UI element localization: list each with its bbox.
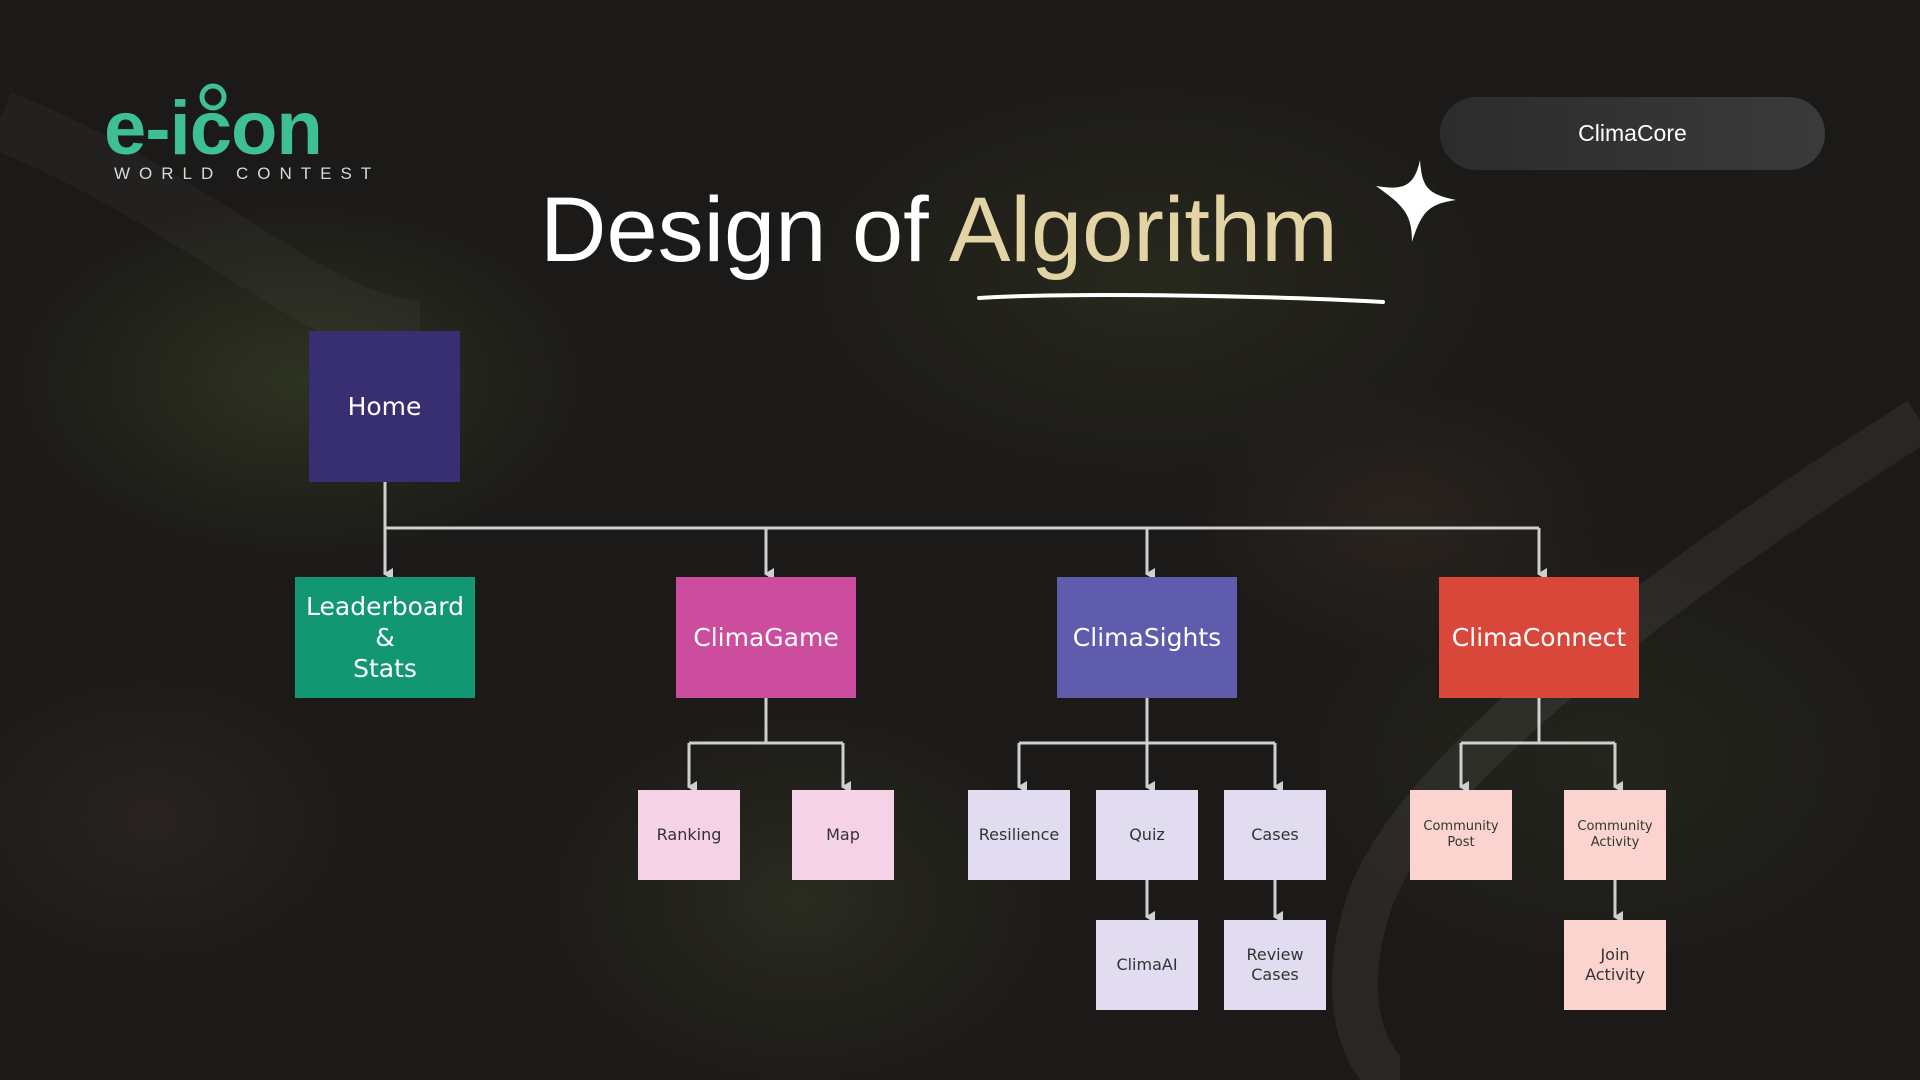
- e-icon-logo: e-icon WORLD CONTEST: [104, 83, 384, 184]
- title-accent: Algorithm: [949, 179, 1338, 281]
- climacore-pill[interactable]: ClimaCore: [1440, 97, 1825, 170]
- node-quiz[interactable]: Quiz: [1096, 790, 1198, 880]
- node-climaconnect[interactable]: ClimaConnect: [1439, 577, 1639, 698]
- logo-wordmark: e-icon: [104, 86, 323, 171]
- node-leaderboard-label-line1: Leaderboard: [306, 591, 464, 621]
- node-cases-label: Cases: [1251, 825, 1299, 844]
- logo-figure-icon: [199, 83, 227, 111]
- node-leaderboard-label-line2: &: [375, 622, 395, 652]
- node-community-post-label-line1: Community: [1423, 819, 1499, 835]
- sparkle-icon: [1376, 160, 1456, 242]
- node-community-activity-label-line1: Community: [1577, 819, 1653, 835]
- node-community-post[interactable]: Community Post: [1410, 790, 1512, 880]
- title-main: Design of: [540, 179, 950, 281]
- node-leaderboard-label-line3: Stats: [353, 654, 417, 684]
- node-ranking-label: Ranking: [656, 825, 722, 844]
- node-climasights[interactable]: ClimaSights: [1057, 577, 1237, 698]
- node-climasights-label: ClimaSights: [1072, 622, 1222, 652]
- node-community-activity[interactable]: Community Activity: [1564, 790, 1666, 880]
- page-title: Design of Algorithm: [540, 175, 1338, 285]
- node-review-cases-label-line2: Cases: [1251, 965, 1299, 984]
- node-review-cases[interactable]: Review Cases: [1224, 920, 1326, 1010]
- node-review-cases-label-line1: Review: [1246, 945, 1304, 964]
- node-resilience[interactable]: Resilience: [968, 790, 1070, 880]
- node-cases[interactable]: Cases: [1224, 790, 1326, 880]
- logo-subtitle: WORLD CONTEST: [114, 164, 381, 183]
- node-map[interactable]: Map: [792, 790, 894, 880]
- node-join-activity-label-line1: Join: [1600, 945, 1630, 964]
- node-join-activity-label-line2: Activity: [1585, 965, 1645, 984]
- node-ranking[interactable]: Ranking: [638, 790, 740, 880]
- node-map-label: Map: [826, 825, 860, 844]
- node-climaai[interactable]: ClimaAI: [1096, 920, 1198, 1010]
- node-climaconnect-label: ClimaConnect: [1451, 622, 1627, 652]
- node-home-label: Home: [347, 391, 422, 421]
- node-leaderboard-stats[interactable]: Leaderboard & Stats: [295, 577, 475, 698]
- node-community-post-label-line2: Post: [1447, 835, 1475, 850]
- node-resilience-label: Resilience: [978, 825, 1060, 844]
- climacore-pill-label: ClimaCore: [1578, 120, 1687, 146]
- node-climagame[interactable]: ClimaGame: [676, 577, 856, 698]
- node-community-activity-label-line2: Activity: [1590, 835, 1640, 850]
- node-join-activity[interactable]: Join Activity: [1564, 920, 1666, 1010]
- title-underline: [977, 293, 1385, 304]
- node-home[interactable]: Home: [309, 331, 460, 482]
- node-climaai-label: ClimaAI: [1116, 955, 1178, 974]
- node-climagame-label: ClimaGame: [693, 622, 839, 652]
- node-quiz-label: Quiz: [1129, 825, 1165, 844]
